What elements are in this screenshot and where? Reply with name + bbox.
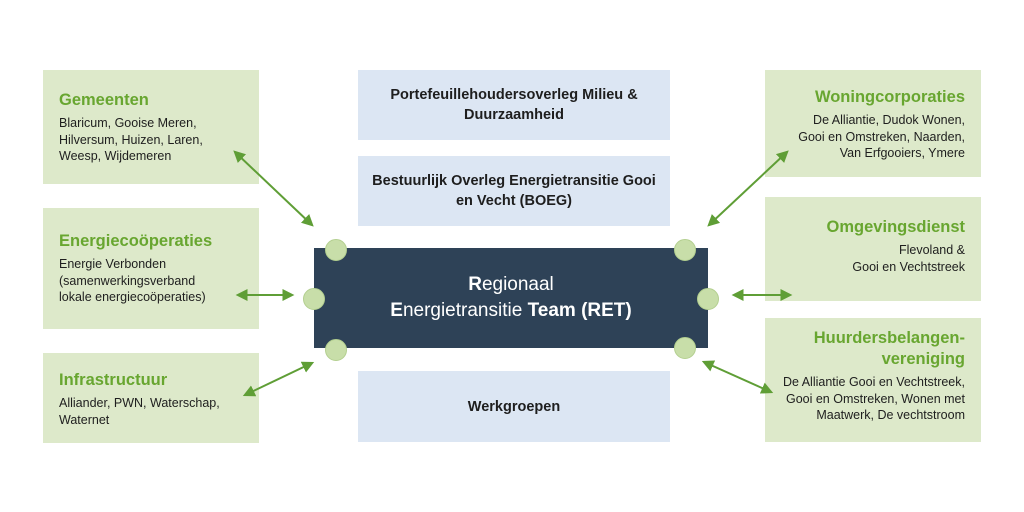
- gemeenten-line-2: Hilversum, Huizen, Laren,: [59, 132, 203, 147]
- energiecooperaties-line-3: lokale energiecoöperaties): [59, 290, 206, 304]
- gemeenten-line-3: Weesp, Wijdemeren: [59, 149, 172, 163]
- woningcorporaties-title: Woningcorporaties: [814, 88, 965, 106]
- huurders-line-3: Maatwerk, De vechtstroom: [816, 408, 965, 422]
- omgevingsdienst-line-1: Flevoland &: [898, 243, 965, 257]
- ret-word-regionaal: egionaal: [481, 274, 554, 295]
- woningcorporaties-line-2: Gooi en Omstreken, Naarden,: [798, 129, 965, 144]
- huurders-line-2: Gooi en Omstreken, Wonen met: [785, 391, 965, 406]
- energiecooperaties-box: Energiecoöperaties Energie Verbonden (sa…: [43, 208, 259, 329]
- huurders-line-1: De Alliantie Gooi en Vechtstreek,: [782, 375, 965, 389]
- arrow-infrastructuur: [242, 361, 315, 397]
- ret-letter-t: T: [527, 300, 538, 321]
- gemeenten-line-1: Blaricum, Gooise Meren,: [59, 116, 197, 130]
- infrastructuur-line-2: Waternet: [59, 412, 110, 427]
- boeg-label: Bestuurlijk Overleg Energietransitie Goo…: [372, 173, 656, 209]
- omgevingsdienst-box: Omgevingsdienst Flevoland & Gooi en Vech…: [765, 197, 981, 301]
- werkgroepen-box: Werkgroepen: [358, 371, 670, 442]
- woningcorporaties-line-3: Van Erfgooiers, Ymere: [839, 146, 965, 160]
- woningcorporaties-box: Woningcorporaties De Alliantie, Dudok Wo…: [765, 70, 981, 177]
- connector-dot-top-right: [674, 239, 696, 261]
- boeg-box: Bestuurlijk Overleg Energietransitie Goo…: [358, 156, 670, 226]
- infrastructuur-line-1: Alliander, PWN, Waterschap,: [59, 396, 220, 410]
- ret-box: Regionaal Energietransitie Team (RET): [314, 248, 708, 348]
- omgevingsdienst-line-2: Gooi en Vechtstreek: [852, 259, 965, 274]
- ret-title-line-1: Regionaal: [468, 272, 554, 298]
- werkgroepen-label: Werkgroepen: [467, 398, 561, 415]
- energiecooperaties-line-2: (samenwerkingsverband: [59, 273, 196, 288]
- ret-word-energietransitie: nergietransitie: [402, 300, 528, 321]
- connector-dot-top-left: [325, 239, 347, 261]
- ret-word-team: eam (RET): [537, 300, 632, 321]
- huurdersbelangenvereniging-box: Huurdersbelangen- vereniging De Allianti…: [765, 318, 981, 442]
- arrow-woningcorporaties: [707, 150, 789, 227]
- connector-dot-mid-left: [303, 288, 325, 310]
- connector-dot-mid-right: [697, 288, 719, 310]
- infrastructuur-title: Infrastructuur: [59, 371, 168, 389]
- gemeenten-title: Gemeenten: [59, 91, 149, 109]
- huurders-title-line-1: Huurdersbelangen-: [813, 329, 965, 347]
- infrastructuur-box: Infrastructuur Alliander, PWN, Waterscha…: [43, 353, 259, 443]
- ret-title-line-2: Energietransitie Team (RET): [390, 298, 631, 324]
- ret-letter-r: R: [468, 274, 482, 295]
- ret-letter-e: E: [390, 300, 403, 321]
- gemeenten-box: Gemeenten Blaricum, Gooise Meren, Hilver…: [43, 70, 259, 184]
- portefeuillehoudersoverleg-label: Portefeuillehoudersoverleg Milieu & Duur…: [390, 87, 638, 123]
- energiecooperaties-title: Energiecoöperaties: [59, 232, 213, 250]
- huurders-title-line-2: vereniging: [881, 350, 965, 368]
- arrow-gemeenten: [233, 150, 314, 227]
- portefeuillehoudersoverleg-box: Portefeuillehoudersoverleg Milieu & Duur…: [358, 70, 670, 140]
- connector-dot-bottom-left: [325, 339, 347, 361]
- omgevingsdienst-title: Omgevingsdienst: [826, 218, 965, 236]
- energiecooperaties-line-1: Energie Verbonden: [59, 257, 167, 271]
- woningcorporaties-line-1: De Alliantie, Dudok Wonen,: [813, 113, 965, 127]
- connector-dot-bottom-right: [674, 337, 696, 359]
- arrow-huurders: [701, 360, 774, 394]
